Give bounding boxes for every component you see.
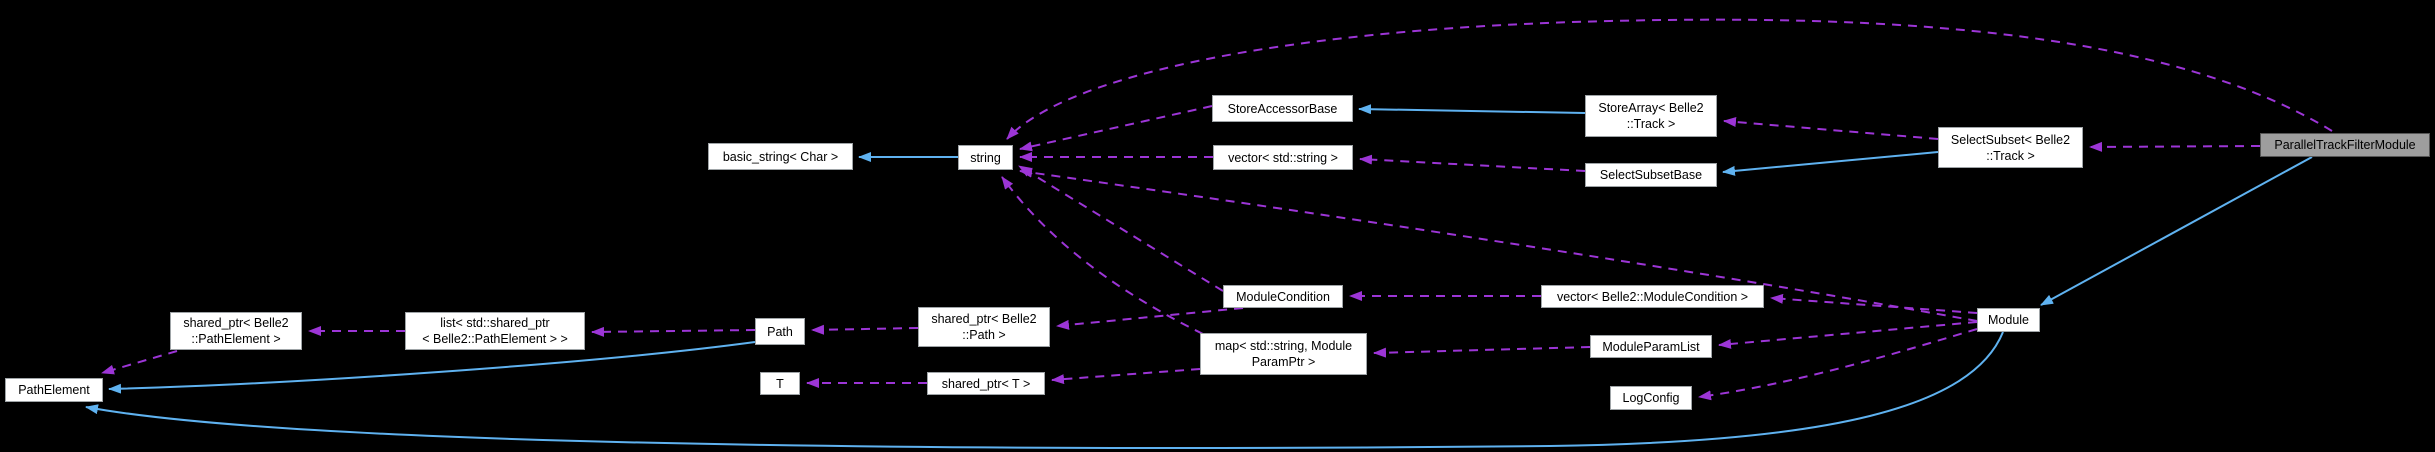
node-label-line: StoreArray< Belle2 (1598, 101, 1704, 115)
edge-usage-parallel-track-filter-module--string (1006, 18, 2333, 140)
node-module-condition[interactable]: ModuleCondition (1223, 285, 1343, 308)
node-label-line: list< std::shared_ptr (440, 316, 550, 330)
node-label-line: vector< Belle2::ModuleCondition > (1556, 289, 1749, 304)
node-log-config[interactable]: LogConfig (1610, 386, 1692, 410)
node-module-param-list[interactable]: ModuleParamList (1590, 335, 1712, 358)
node-path-element[interactable]: PathElement (5, 378, 103, 402)
node-label-line: ::Path > (962, 328, 1006, 342)
edge-inherit-parallel-track-filter-module--module (2040, 156, 2313, 306)
node-label-line: vector< std::string > (1228, 150, 1338, 165)
node-label-line: LogConfig (1622, 391, 1680, 405)
edge-inherit-module--path-element (85, 331, 2004, 449)
edge-usage-select-subset-base--vector-std-string (1359, 154, 1586, 172)
edge-inherit-store-array-belle2-track--store-accessor-base (1358, 104, 1586, 115)
node-parallel-track-filter-module: ParallelTrackFilterModule (2260, 133, 2430, 157)
node-label-line: PathElement (18, 383, 90, 397)
node-shared-ptr-t[interactable]: shared_ptr< T > (927, 372, 1045, 395)
node-label-line: ModuleCondition (1236, 289, 1330, 304)
edge-usage-map-std-string-moduleparamptr--string (1001, 176, 1204, 335)
node-path[interactable]: Path (755, 318, 805, 345)
edge-usage-module-param-list--map-std-string-moduleparamptr (1373, 346, 1591, 358)
node-label-line: ::Track > (1626, 117, 1676, 131)
node-label-line: string (970, 150, 1001, 165)
node-shared-ptr-pathelement[interactable]: shared_ptr< Belle2::PathElement > (170, 312, 302, 350)
edge-usage-select-subset-belle2-track--store-array-belle2-track (1723, 117, 1939, 140)
node-vector-std-string[interactable]: vector< std::string > (1213, 145, 1353, 170)
edge-inherit-select-subset-belle2-track--select-subset-base (1722, 151, 1939, 176)
edge-usage-module--vector-belle2-modulecondition (1770, 293, 1978, 314)
node-label-line: map< std::string, Module (1214, 339, 1353, 353)
node-label-line: shared_ptr< T > (941, 376, 1031, 391)
node-label-line: T (776, 376, 784, 391)
node-label-line: Module (1988, 313, 2029, 327)
node-label-line: ModuleParamList (1602, 339, 1700, 354)
edge-usage-store-accessor-base--string (1019, 105, 1213, 152)
node-label-line: ::PathElement > (191, 332, 281, 346)
node-label-line: < Belle2::PathElement > > (422, 332, 568, 346)
node-vector-belle2-modulecondition[interactable]: vector< Belle2::ModuleCondition > (1541, 285, 1764, 308)
node-label-line: StoreAccessorBase (1227, 101, 1338, 116)
edge-usage-module--module-param-list (1718, 321, 1978, 349)
node-list-shared-ptr-pathelement[interactable]: list< std::shared_ptr< Belle2::PathEleme… (405, 312, 585, 350)
edge-usage-shared-ptr-belle2-path--path (811, 324, 919, 335)
edge-usage-module-condition--shared-ptr-belle2-path (1056, 307, 1244, 330)
node-select-subset-base[interactable]: SelectSubsetBase (1585, 163, 1717, 187)
edge-usage-module--log-config (1698, 328, 1978, 401)
node-store-array-belle2-track[interactable]: StoreArray< Belle2::Track > (1585, 95, 1717, 137)
edge-usage-map-std-string-moduleparamptr--shared-ptr-t (1051, 368, 1201, 385)
edge-usage-module-condition--string (1018, 165, 1224, 292)
node-string[interactable]: string (958, 145, 1013, 170)
node-label-line: shared_ptr< Belle2 (931, 312, 1037, 326)
edge-usage-path--list-shared-ptr-pathelement (591, 326, 756, 337)
edge-usage-shared-ptr-pathelement--path-element (101, 350, 178, 375)
node-select-subset-belle2-track[interactable]: SelectSubset< Belle2::Track > (1938, 127, 2083, 168)
edge-usage-parallel-track-filter-module--select-subset-belle2-track (2089, 141, 2261, 152)
node-label-line: shared_ptr< Belle2 (183, 316, 289, 330)
node-basic-string-char[interactable]: basic_string< Char > (708, 143, 853, 170)
node-label-line: SelectSubsetBase (1599, 168, 1703, 182)
node-label-line: SelectSubset< Belle2 (1950, 132, 2071, 147)
edge-usage-module--string (1019, 167, 1978, 322)
node-label-line: Path (767, 324, 793, 339)
node-label-line: basic_string< Char > (722, 149, 839, 164)
node-label-line: ::Track > (1986, 148, 2035, 163)
node-module[interactable]: Module (1977, 308, 2040, 332)
node-t[interactable]: T (760, 372, 800, 395)
edge-inherit-path--path-element (108, 341, 756, 394)
node-store-accessor-base[interactable]: StoreAccessorBase (1212, 95, 1353, 122)
node-label-line: ParallelTrackFilterModule (2274, 138, 2416, 152)
node-shared-ptr-belle2-path[interactable]: shared_ptr< Belle2::Path > (918, 307, 1050, 347)
node-label-line: ParamPtr > (1251, 355, 1316, 369)
